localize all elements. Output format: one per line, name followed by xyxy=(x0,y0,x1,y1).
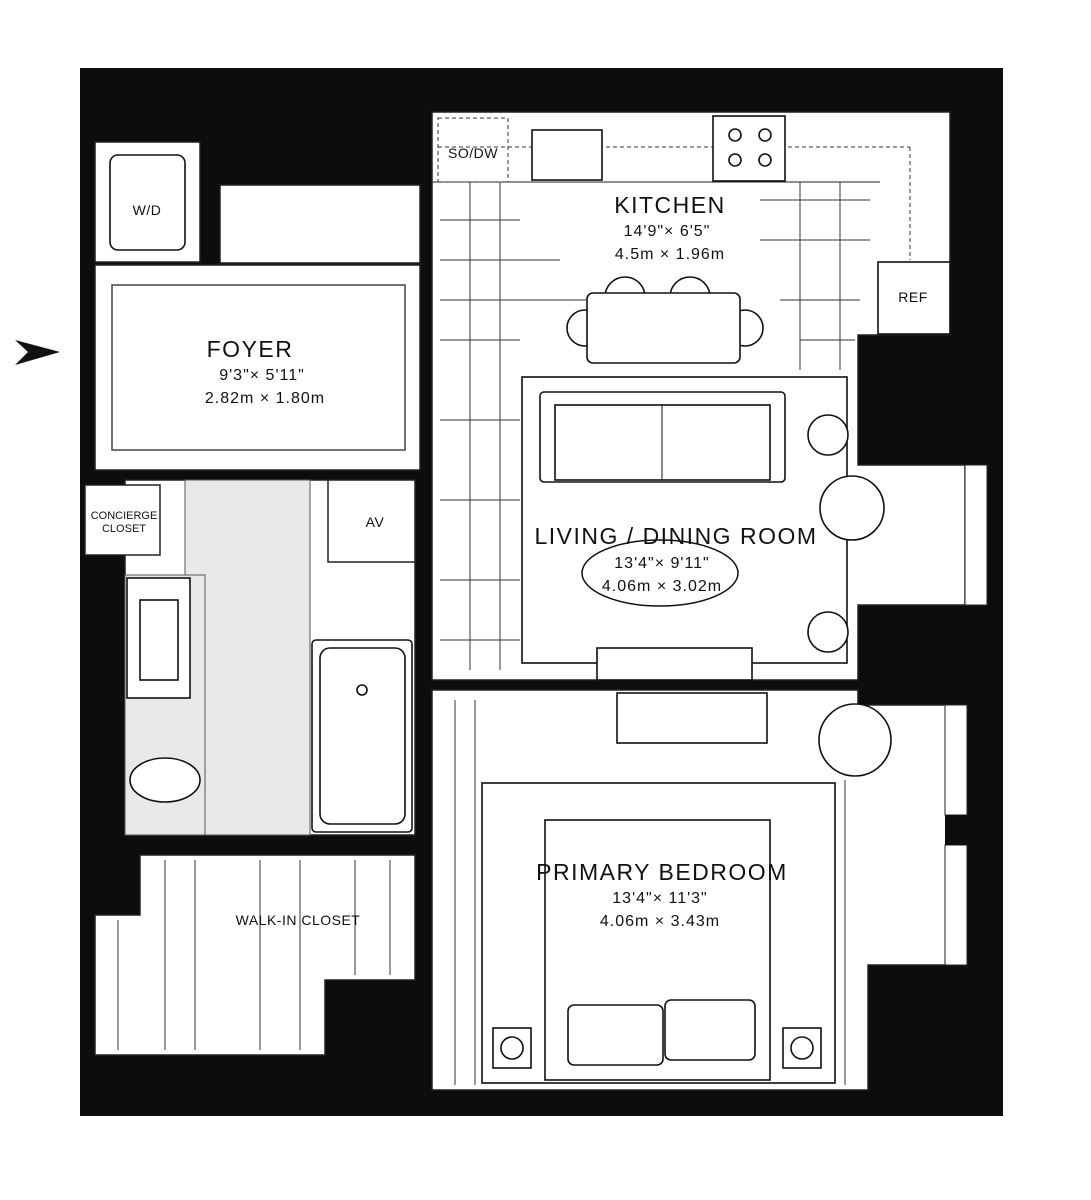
bed xyxy=(481,782,836,1084)
label-so-dw: SO/DW xyxy=(448,145,498,161)
so-dw-outline xyxy=(437,117,509,183)
label-wd: W/D xyxy=(133,202,162,218)
foyer-dim-imperial: 9'3"× 5'11" xyxy=(219,367,305,384)
sofa xyxy=(539,391,786,483)
kitchen-dim-metric: 4.5m × 1.96m xyxy=(615,246,725,263)
dining-table xyxy=(566,276,764,364)
concierge-label-2: CLOSET xyxy=(102,523,146,535)
windows xyxy=(944,464,988,966)
living-dim-metric: 4.06m × 3.02m xyxy=(602,578,722,595)
entry-arrow-icon xyxy=(15,340,60,365)
side-table xyxy=(807,414,849,456)
bedroom-chair xyxy=(818,703,892,777)
cooktop xyxy=(712,115,786,182)
tv-console xyxy=(596,647,753,681)
desk xyxy=(616,692,768,744)
av-area xyxy=(327,479,416,563)
concierge-label-1: CONCIERGE xyxy=(91,510,158,522)
concierge-closet-area xyxy=(84,484,161,556)
foyer-dim-metric: 2.82m × 1.80m xyxy=(205,390,325,407)
sink xyxy=(531,129,603,181)
refrigerator xyxy=(877,261,951,335)
armchair xyxy=(819,475,885,541)
kitchen-title: KITCHEN xyxy=(614,192,725,218)
kitchen-dim-imperial: 14'9"× 6'5" xyxy=(624,223,711,240)
bedroom-dim-metric: 4.06m × 3.43m xyxy=(600,913,720,930)
bedroom-dim-imperial: 13'4"× 11'3" xyxy=(612,890,707,907)
living-dim-imperial: 13'4"× 9'11" xyxy=(614,555,709,572)
label-ref: REF xyxy=(898,289,928,305)
walk-in-closet-area xyxy=(94,854,416,1056)
label-av: AV xyxy=(366,514,385,530)
side-table xyxy=(807,611,849,653)
living-title: LIVING / DINING ROOM xyxy=(534,523,817,549)
closet-title: WALK-IN CLOSET xyxy=(236,912,361,928)
foyer-area xyxy=(94,264,421,471)
foyer-title: FOYER xyxy=(207,336,294,362)
bedroom-title: PRIMARY BEDROOM xyxy=(536,859,788,885)
